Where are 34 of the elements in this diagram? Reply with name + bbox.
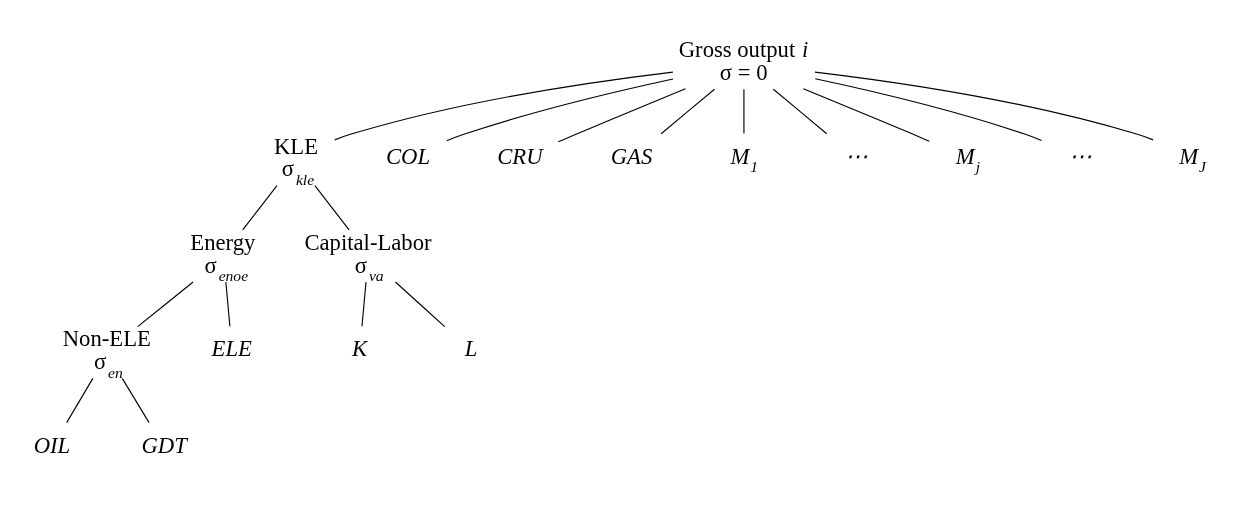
node-text: M$_{j}$ — [955, 143, 981, 176]
connector — [660, 88, 716, 135]
connector — [814, 71, 1154, 141]
connector — [557, 88, 686, 143]
connector — [225, 281, 231, 327]
node-text: KLE σ$_{kle}$ — [273, 133, 319, 188]
connector — [334, 71, 674, 141]
node-text: M$_{1}$ — [730, 143, 759, 176]
node-text: GDT — [141, 432, 187, 458]
node-text: CRU — [497, 143, 543, 169]
node-text: ELE — [211, 336, 252, 362]
connector — [394, 281, 446, 328]
connector — [137, 281, 194, 328]
node-text: M$_{J}$ — [1179, 143, 1206, 176]
connector — [446, 78, 674, 142]
node-text: OIL — [33, 432, 71, 458]
connector — [66, 377, 94, 424]
node-text: Non-ELE σ$_{en}$ — [62, 326, 151, 381]
connector — [314, 185, 350, 231]
connector — [121, 377, 150, 424]
connector — [772, 88, 828, 135]
node-text: L — [464, 336, 478, 362]
node-text: GAS — [610, 143, 653, 169]
connector — [802, 88, 930, 142]
node-text: ⋯ — [844, 143, 868, 169]
connector — [361, 281, 367, 327]
node-text: ⋯ — [1068, 143, 1092, 169]
connector — [814, 78, 1043, 142]
connector — [242, 185, 278, 231]
node-text: Energy σ$_{enoe}$ — [190, 230, 256, 285]
node-text: Gross output i σ = 0 — [678, 37, 809, 85]
node-text: Capital-Labor σ$_{va}$ — [304, 230, 432, 285]
node-text: K — [351, 336, 368, 362]
node-text: COL — [385, 143, 431, 169]
